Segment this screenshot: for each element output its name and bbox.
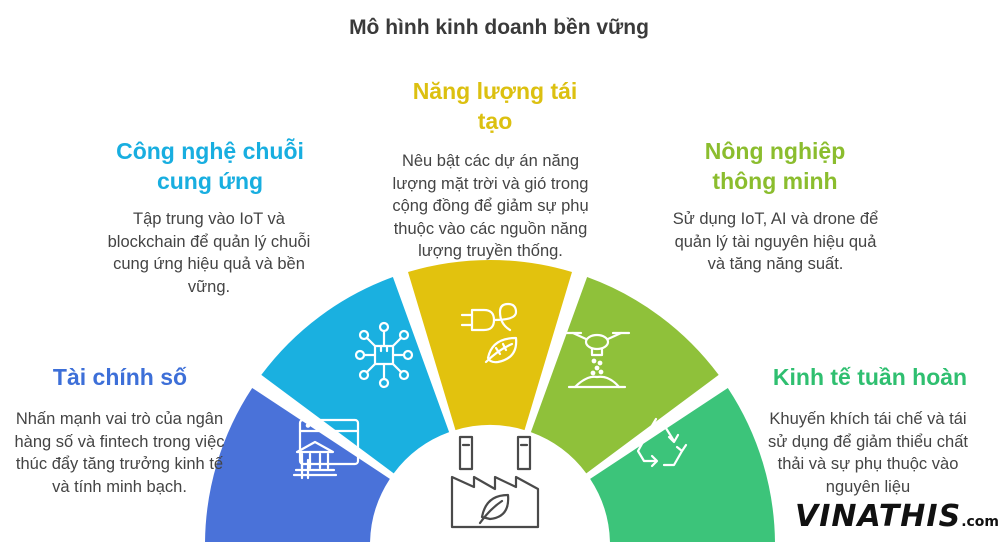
plug-leaf-icon xyxy=(460,302,518,364)
segment-desc-renewable-energy: Nêu bật các dự án năng lượng mặt trời và… xyxy=(392,152,589,260)
segment-digital-finance xyxy=(205,387,390,542)
segment-desc-smart-agriculture: Sử dụng IoT, AI và drone để quản lý tài … xyxy=(672,210,879,273)
segment-desc-supply-chain: Tập trung vào IoT và blockchain để quản … xyxy=(107,210,311,296)
segment-title-smart-agriculture: Nông nghiệp thông minh xyxy=(704,138,846,194)
watermark-suffix: .com xyxy=(961,514,998,530)
bank-browser-icon xyxy=(292,418,360,480)
drone-field-icon xyxy=(563,331,631,389)
segment-desc-circular-economy: Khuyến khích tái chế và tái sử dụng để g… xyxy=(767,410,968,496)
recycle-icon xyxy=(636,417,688,468)
segment-circular-economy xyxy=(590,387,775,542)
eco-factory-icon xyxy=(450,435,540,529)
segment-desc-digital-finance: Nhấn mạnh vai trò của ngân hàng số và fi… xyxy=(14,410,225,496)
segment-title-circular-economy: Kinh tế tuần hoàn xyxy=(772,364,968,390)
watermark-logo: VINATHIS.com xyxy=(795,495,998,535)
watermark-text: VINATHIS xyxy=(795,499,962,534)
segment-title-digital-finance: Tài chính số xyxy=(52,364,188,390)
diagram-title: Mô hình kinh doanh bền vững xyxy=(349,16,649,39)
segment-title-supply-chain: Công nghệ chuỗi cung ứng xyxy=(116,138,304,194)
segment-supply-chain xyxy=(261,277,450,474)
segment-renewable-energy xyxy=(408,260,572,431)
segment-title-renewable-energy: Năng lượng tái tạo xyxy=(412,78,578,134)
network-box-icon xyxy=(354,321,414,389)
segment-smart-agriculture xyxy=(530,277,719,474)
